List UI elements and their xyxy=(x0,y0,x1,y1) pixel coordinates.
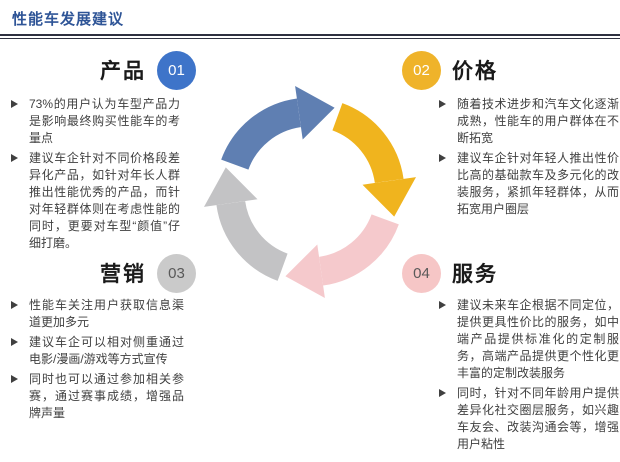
cycle-arrow-marketing xyxy=(204,167,289,281)
cycle-arrow-product xyxy=(221,86,335,171)
cycle-arrow-price xyxy=(331,103,416,217)
marketing-bullet-list: 性能车关注用户获取信息渠道更加多元 建议车企可以相对侧重通过电影/漫画/游戏等方… xyxy=(8,297,184,425)
section-title-marketing: 营销 xyxy=(100,263,146,286)
bullet-text: 建议车企针对不同价格段差异化产品，如针对年长人群推出性能优秀的产品，而针对年轻群… xyxy=(29,151,180,250)
section-number-badge-01: 01 xyxy=(157,50,196,90)
bullet-arrow-icon xyxy=(439,301,446,309)
section-header-price: 02 价格 xyxy=(402,50,498,90)
bullet-item: 同时，针对不同年龄用户提供差异化社交圈层服务，如兴趣车友会、改装沟通会等，增强用… xyxy=(436,385,619,453)
bullet-item: 建议未来车企根据不同定位，提供更具性价比的服务，如中端产品提供标准化的定制服务，… xyxy=(436,297,619,382)
bullet-item: 建议车企针对不同价格段差异化产品，如针对年长人群推出性能优秀的产品，而针对年轻群… xyxy=(8,150,180,252)
section-title-service: 服务 xyxy=(452,263,498,286)
bullet-arrow-icon xyxy=(11,301,18,309)
bullet-arrow-icon xyxy=(439,389,446,397)
bullet-arrow-icon xyxy=(439,154,446,162)
section-header-marketing: 营销 03 xyxy=(100,253,196,293)
section-header-service: 04 服务 xyxy=(402,253,498,293)
price-bullet-list: 随着技术进步和汽车文化逐渐成熟，性能车的用户群体在不断拓宽 建议车企针对年轻人推… xyxy=(436,96,619,221)
section-number-badge-03: 03 xyxy=(157,253,196,293)
bullet-text: 73%的用户认为车型产品力是影响最终购买性能车的考量点 xyxy=(29,97,180,145)
section-title-price: 价格 xyxy=(452,60,498,83)
section-number-badge-02: 02 xyxy=(402,50,441,90)
title-divider xyxy=(0,34,620,39)
page-title: 性能车发展建议 xyxy=(12,11,125,28)
bullet-text: 同时也可以通过参加相关参赛，通过赛事成绩，增强品牌声量 xyxy=(29,372,184,420)
bullet-item: 建议车企针对年轻人推出性价比高的基础款车及多元化的改装服务，紧抓年轻群体，从而拓… xyxy=(436,150,619,218)
cycle-arrow-service xyxy=(285,213,399,298)
bullet-item: 建议车企可以相对侧重通过电影/漫画/游戏等方式宣传 xyxy=(8,334,184,368)
bullet-text: 性能车关注用户获取信息渠道更加多元 xyxy=(29,298,184,329)
bullet-arrow-icon xyxy=(11,154,18,162)
bullet-text: 同时，针对不同年龄用户提供差异化社交圈层服务，如兴趣车友会、改装沟通会等，增强用… xyxy=(457,386,619,451)
section-title-product: 产品 xyxy=(100,60,146,83)
bullet-arrow-icon xyxy=(11,375,18,383)
section-number-badge-04: 04 xyxy=(402,253,441,293)
product-bullet-list: 73%的用户认为车型产品力是影响最终购买性能车的考量点 建议车企针对不同价格段差… xyxy=(8,96,180,255)
bullet-item: 同时也可以通过参加相关参赛，通过赛事成绩，增强品牌声量 xyxy=(8,371,184,422)
section-header-product: 产品 01 xyxy=(100,50,196,90)
bullet-text: 建议未来车企根据不同定位，提供更具性价比的服务，如中端产品提供标准化的定制服务，… xyxy=(457,298,619,380)
bullet-text: 随着技术进步和汽车文化逐渐成熟，性能车的用户群体在不断拓宽 xyxy=(457,97,619,145)
bullet-item: 73%的用户认为车型产品力是影响最终购买性能车的考量点 xyxy=(8,96,180,147)
bullet-arrow-icon xyxy=(11,100,18,108)
bullet-item: 随着技术进步和汽车文化逐渐成熟，性能车的用户群体在不断拓宽 xyxy=(436,96,619,147)
bullet-text: 建议车企针对年轻人推出性价比高的基础款车及多元化的改装服务，紧抓年轻群体，从而拓… xyxy=(457,151,619,216)
cycle-diagram xyxy=(204,86,416,298)
bullet-text: 建议车企可以相对侧重通过电影/漫画/游戏等方式宣传 xyxy=(29,335,184,366)
service-bullet-list: 建议未来车企根据不同定位，提供更具性价比的服务，如中端产品提供标准化的定制服务，… xyxy=(436,297,619,456)
bullet-arrow-icon xyxy=(11,338,18,346)
bullet-arrow-icon xyxy=(439,100,446,108)
bullet-item: 性能车关注用户获取信息渠道更加多元 xyxy=(8,297,184,331)
